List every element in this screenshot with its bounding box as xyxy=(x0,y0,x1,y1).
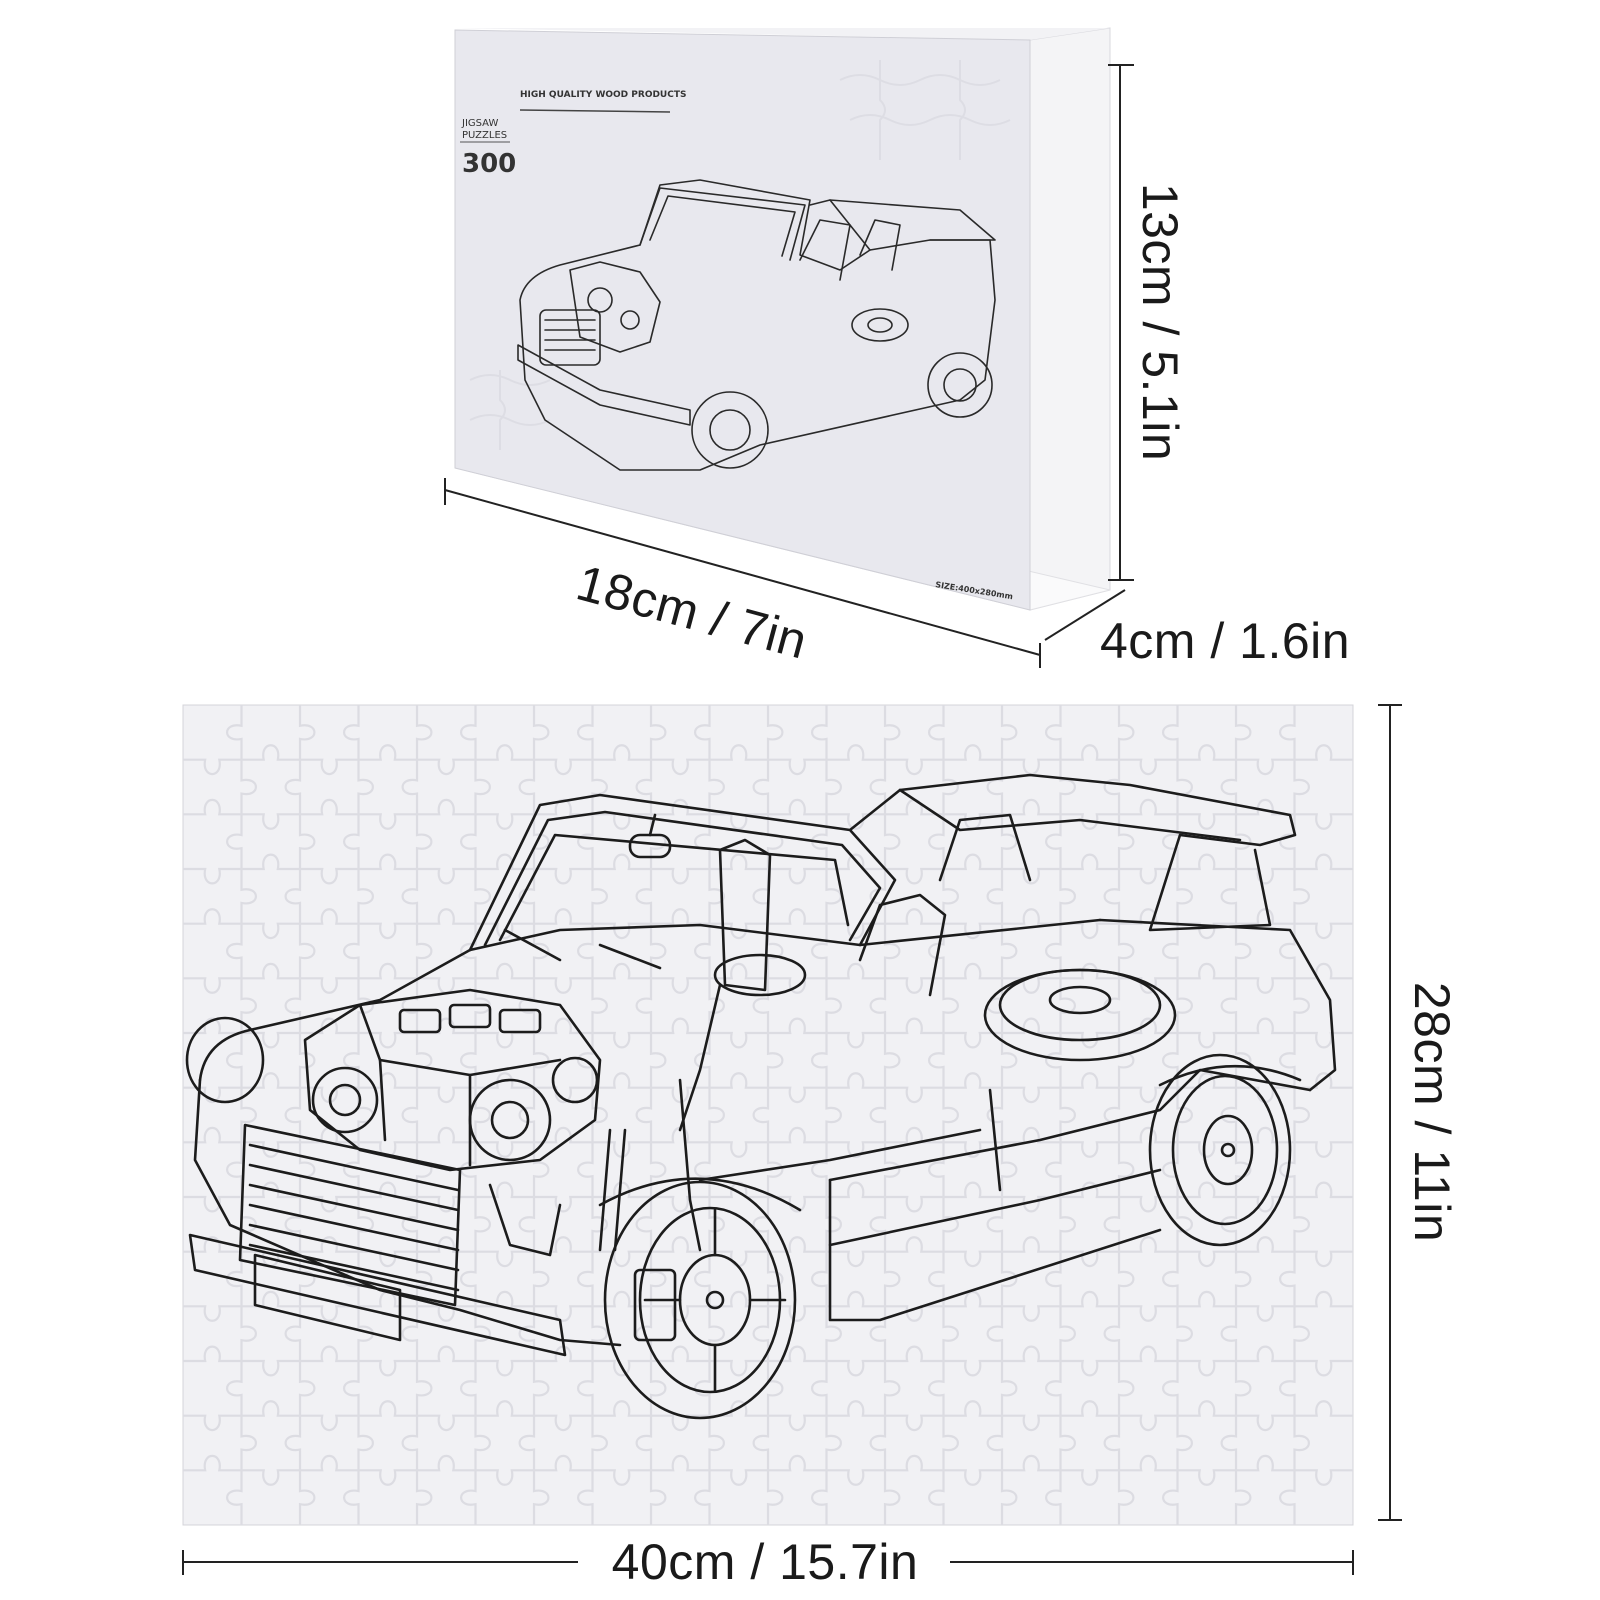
box-car-illustration xyxy=(517,179,996,471)
box-depth-line xyxy=(1044,589,1126,641)
puzzle-height-label: 28cm / 11in xyxy=(1404,981,1460,1243)
puzzle-seam-vertical xyxy=(986,705,1018,1525)
box-label-puzzles: PUZZLES xyxy=(462,130,507,141)
box-piece-count: 300 xyxy=(462,149,516,179)
puzzle-seam-vertical xyxy=(284,705,316,1525)
puzzle-seam-vertical xyxy=(1103,705,1135,1525)
puzzle-seam-vertical xyxy=(1279,705,1310,1525)
box-brand-line: HIGH QUALITY WOOD PRODUCTS xyxy=(520,90,686,100)
box-label-jigsaw: JIGSAW xyxy=(461,118,498,129)
puzzle-seam-vertical xyxy=(577,705,608,1525)
box-height-label: 13cm / 5.1in xyxy=(1132,182,1188,462)
car-cutaway-drawing xyxy=(185,773,1337,1420)
puzzle-seam-vertical xyxy=(518,705,550,1525)
puzzle-seam-vertical xyxy=(1045,705,1076,1525)
puzzle-seam-vertical xyxy=(1162,705,1193,1525)
puzzle-seam-vertical xyxy=(928,705,959,1525)
puzzle-seam-vertical xyxy=(460,705,491,1525)
puzzle-surface xyxy=(182,704,1354,1526)
box-width-line xyxy=(444,489,1041,656)
puzzle-seam-vertical xyxy=(401,705,433,1525)
puzzle-seam-vertical xyxy=(752,705,784,1525)
puzzle-seam-vertical xyxy=(635,705,667,1525)
box-depth-label: 4cm / 1.6in xyxy=(1100,613,1351,669)
box-front-face xyxy=(454,29,1031,611)
puzzle-seam-vertical xyxy=(869,705,901,1525)
puzzle-seam-vertical xyxy=(226,705,257,1525)
box-top-face xyxy=(455,28,1110,40)
puzzle-seam-vertical xyxy=(694,705,725,1525)
puzzle-seam-vertical xyxy=(1220,705,1252,1525)
puzzle-width-label: 40cm / 15.7in xyxy=(611,1534,919,1590)
